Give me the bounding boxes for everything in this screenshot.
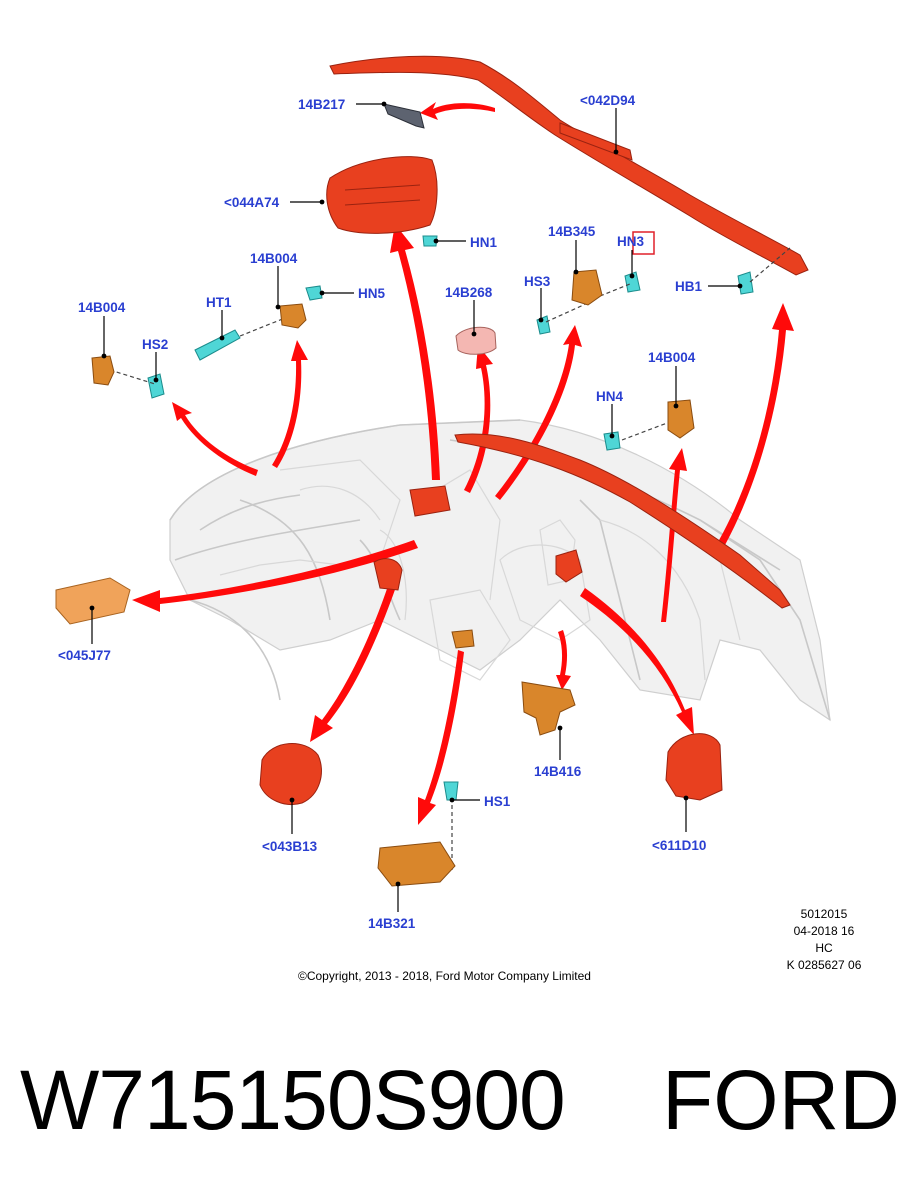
callout-hs3: HS3 <box>524 274 551 289</box>
callout-045j77: <045J77 <box>58 648 111 663</box>
sensor-14b268 <box>455 326 497 355</box>
callout-hn5: HN5 <box>358 286 385 301</box>
part-number: W715150S900 <box>20 1053 566 1147</box>
arrows <box>132 102 794 825</box>
callout-hs1: HS1 <box>484 794 511 809</box>
meta-line-4: K 0285627 06 <box>786 958 862 972</box>
callout-14b004-left: 14B004 <box>78 300 126 315</box>
callout-14b217: 14B217 <box>298 97 345 112</box>
callouts: 14B217 <042D94 <044A74 HN1 14B345 HN3 14… <box>58 93 743 931</box>
airbag-exploded-diagram: 14B217 <042D94 <044A74 HN1 14B345 HN3 14… <box>55 55 831 931</box>
callout-14b321: 14B321 <box>368 916 416 931</box>
meta-line-1: 5012015 <box>800 907 848 921</box>
dashed-lines <box>109 247 791 870</box>
callout-hb1: HB1 <box>675 279 702 294</box>
passenger-airbag-044a74 <box>326 156 451 517</box>
curtain-airbag-installed <box>454 433 791 609</box>
callout-14b416: 14B416 <box>534 764 582 779</box>
highlight-box <box>632 231 655 255</box>
callout-ht1: HT1 <box>206 295 232 310</box>
callout-hs2: HS2 <box>142 337 168 352</box>
airbags-bottom <box>259 549 723 805</box>
callout-044a74: <044A74 <box>224 195 280 210</box>
bracket-14b217 <box>383 103 425 129</box>
copyright-notice: ©Copyright, 2013 - 2018, Ford Motor Comp… <box>298 969 591 983</box>
meta-line-3: HC <box>815 941 833 955</box>
callout-14b345: 14B345 <box>548 224 596 239</box>
drawing-metadata: 5012015 04-2018 16 HC K 0285627 06 <box>754 906 894 974</box>
callout-hn4: HN4 <box>596 389 623 404</box>
callout-14b004-right: 14B004 <box>648 350 696 365</box>
brackets <box>55 269 695 887</box>
meta-line-2: 04-2018 16 <box>793 924 855 938</box>
callout-14b004-center: 14B004 <box>250 251 298 266</box>
brand-name: FORD <box>662 1053 900 1147</box>
callout-042d94: <042D94 <box>580 93 636 108</box>
callout-14b268: 14B268 <box>445 285 493 300</box>
callout-043b13: <043B13 <box>262 839 318 854</box>
callout-611d10: <611D10 <box>652 838 706 853</box>
callout-hn3: HN3 <box>617 234 644 249</box>
callout-hn1: HN1 <box>470 235 497 250</box>
